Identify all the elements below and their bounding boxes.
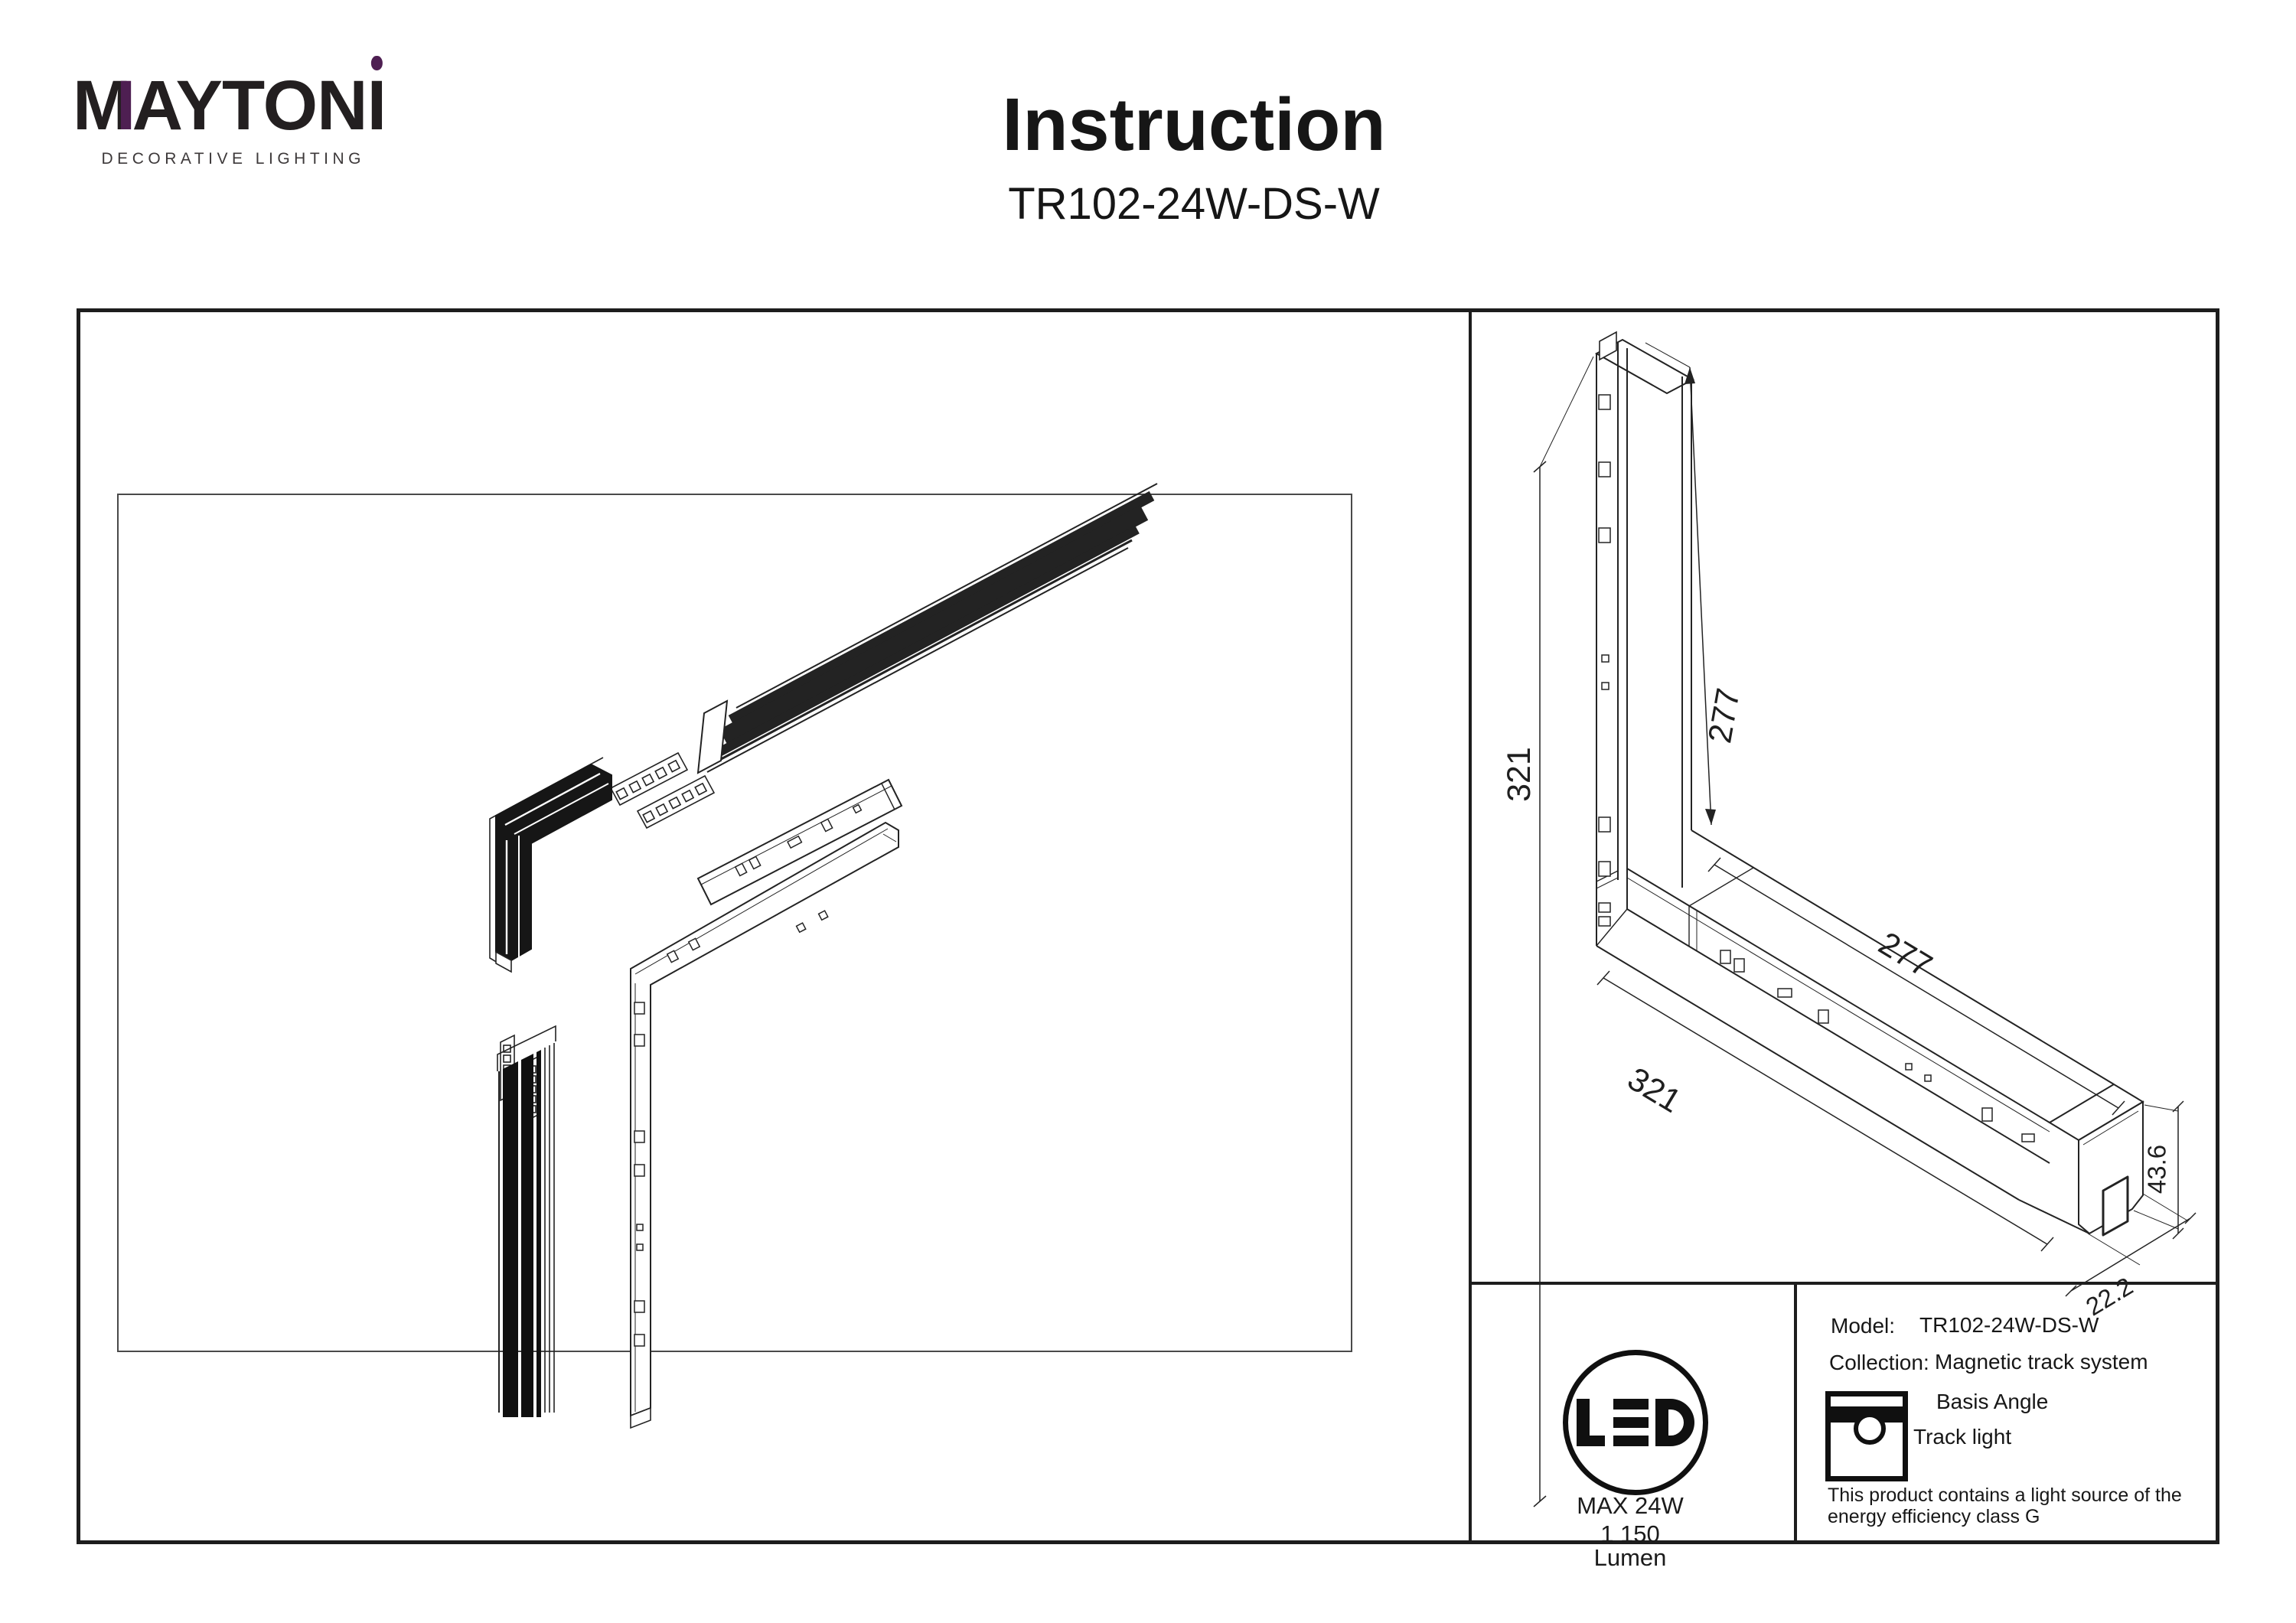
product-type-line2: Track light — [1913, 1425, 2012, 1449]
led-logo — [1563, 1350, 1708, 1495]
dimension-label-horizontal-fixture: 277 — [1872, 925, 1938, 985]
corner-fixture-outline — [630, 821, 899, 1429]
track-icon-spot — [1854, 1413, 1886, 1445]
fixture-horizontal-arm — [1596, 829, 2115, 1201]
track-light-icon — [1825, 1391, 1908, 1481]
dimension-drawing: 321 277 277 321 43.6 22.2 — [1501, 331, 2197, 1507]
wall-track-profile — [497, 1025, 556, 1417]
product-type-line1: Basis Angle — [1936, 1390, 2049, 1413]
logo-i-dot-icon — [371, 56, 383, 70]
dimension-lines — [1533, 342, 2197, 1507]
logo-accent-stem: I — [116, 67, 136, 145]
dimension-label-vertical-fixture: 277 — [1701, 686, 1747, 746]
exploded-assembly-drawing — [489, 483, 1158, 1429]
model-code-subtitle: TR102-24W-DS-W — [1008, 179, 1380, 229]
luminous-flux-text: 1 150 Lumen — [1593, 1520, 1667, 1571]
led-letter-d-icon — [1655, 1399, 1694, 1446]
brand-logo: MIAYTONI — [73, 56, 386, 141]
spec-row-divider — [1470, 1282, 2219, 1285]
corner-connector — [489, 757, 612, 973]
model-label: Model: — [1831, 1314, 1896, 1338]
logo-letter-i: I — [367, 56, 386, 141]
max-power-text: MAX 24W — [1577, 1492, 1684, 1519]
ceiling-track-profile — [696, 483, 1158, 774]
led-letter-l-icon — [1577, 1399, 1605, 1446]
light-module — [696, 778, 903, 906]
energy-note-line2: energy efficiency class G — [1828, 1506, 2040, 1527]
model-value: TR102-24W-DS-W — [1919, 1313, 2099, 1337]
content-frame — [77, 308, 2219, 1544]
collection-value: Magnetic track system — [1935, 1350, 2148, 1374]
exploded-view-border — [117, 494, 1352, 1352]
logo-letter-m: M — [73, 67, 132, 145]
panel-divider — [1469, 308, 1472, 1544]
page-title: Instruction — [1002, 83, 1386, 166]
collection-label: Collection: — [1829, 1351, 1929, 1374]
logo-letters-mid: AYTON — [132, 67, 368, 145]
energy-note-line1: This product contains a light source of … — [1828, 1484, 2182, 1506]
fixture-end-cap — [2018, 1083, 2144, 1237]
dimension-label-vertical-total: 321 — [1501, 747, 1538, 802]
led-letter-e-icon — [1613, 1399, 1649, 1446]
brand-tagline: DECORATIVE LIGHTING — [101, 150, 365, 168]
badge-spec-divider — [1794, 1282, 1797, 1544]
fixture-vertical-leg — [1594, 331, 1695, 946]
dimension-label-height: 43.6 — [2143, 1145, 2171, 1194]
connector-strip-upper — [609, 751, 716, 829]
dimension-label-horizontal-total: 321 — [1621, 1061, 1687, 1120]
